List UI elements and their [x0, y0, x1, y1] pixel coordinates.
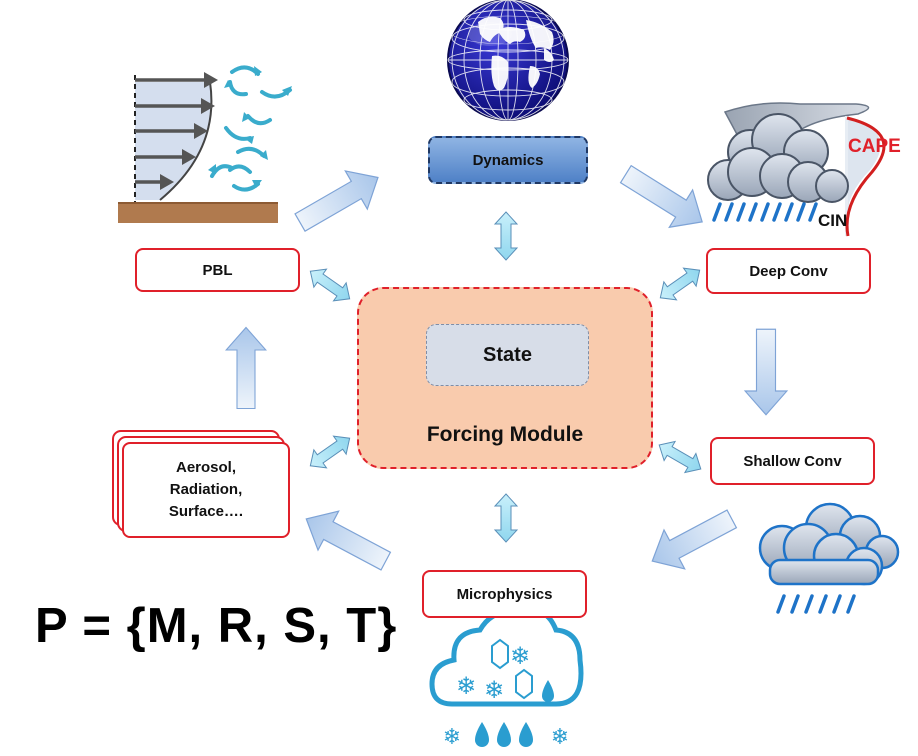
cin-label: CIN	[818, 211, 847, 230]
cape-label: CAPE	[848, 136, 901, 157]
dbl-arrow-shallowconv	[653, 434, 707, 480]
arrow-microphysics-to-aerosol	[295, 498, 397, 582]
pbl-box[interactable]: PBL	[135, 248, 300, 292]
dbl-arrow-dynamics	[494, 211, 518, 261]
svg-text:❄: ❄	[443, 725, 461, 750]
aerosol-line-2: Radiation,	[169, 481, 243, 498]
arrow-shallowconv-to-microphysics	[641, 498, 743, 582]
microphysics-label: Microphysics	[456, 585, 553, 603]
shallow-conv-label: Shallow Conv	[743, 452, 842, 470]
arrow-aerosol-to-pbl	[225, 326, 267, 410]
forcing-module-label: Forcing Module	[426, 423, 584, 446]
globe-icon	[447, 0, 569, 121]
aerosol-line-3: Surface….	[168, 503, 244, 520]
arrow-dynamics-to-deepconv	[613, 154, 715, 242]
arrow-pbl-to-dynamics	[288, 157, 390, 243]
pbl-label: PBL	[202, 261, 233, 279]
snow-cloud-icon: ❄ ❄ ❄ ❄ ❄	[429, 608, 584, 750]
wind-profile-icon	[118, 65, 292, 223]
dbl-arrow-pbl	[303, 261, 357, 309]
dynamics-label: Dynamics	[472, 151, 544, 169]
aerosol-line-1: Aerosol,	[175, 459, 236, 476]
dynamics-box[interactable]: Dynamics	[428, 136, 588, 184]
svg-text:❄: ❄	[456, 672, 476, 700]
dbl-arrow-aerosol	[303, 428, 357, 476]
svg-text:❄: ❄	[510, 642, 530, 670]
parameter-formula: P = {M, R, S, T}	[35, 599, 398, 653]
microphysics-box[interactable]: Microphysics	[422, 570, 587, 618]
svg-text:❄: ❄	[551, 725, 569, 750]
deep-conv-box[interactable]: Deep Conv	[706, 248, 871, 294]
shallow-conv-box[interactable]: Shallow Conv	[710, 437, 875, 485]
arrow-deepconv-to-shallowconv	[744, 328, 788, 416]
deep-conv-label: Deep Conv	[749, 262, 828, 280]
aerosol-radiation-surface-box[interactable]: Aerosol, Radiation, Surface….	[122, 442, 290, 538]
thunderstorm-icon	[707, 102, 886, 237]
rain-cloud-icon	[758, 502, 900, 614]
dbl-arrow-deepconv	[653, 260, 707, 308]
svg-text:❄: ❄	[484, 676, 504, 704]
state-box[interactable]: State	[426, 324, 589, 386]
state-label: State	[483, 343, 532, 366]
dbl-arrow-microphysics	[494, 493, 518, 543]
